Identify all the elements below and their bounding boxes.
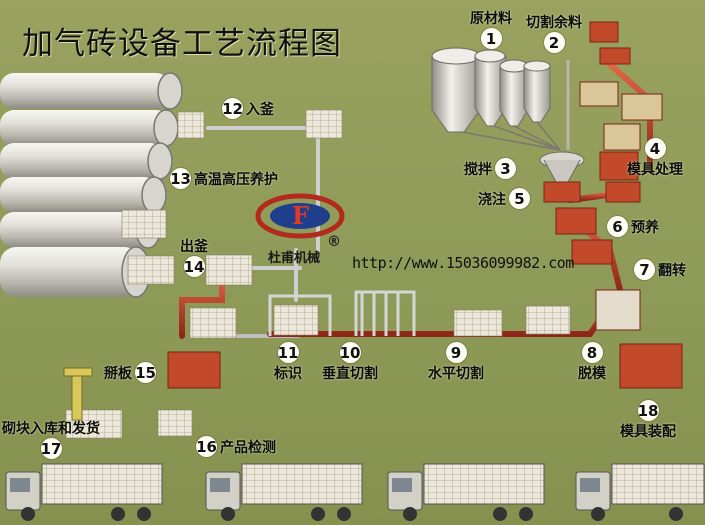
stacking-crane <box>63 367 93 421</box>
step-7: 7 翻转 <box>634 259 686 280</box>
molds <box>167 21 683 389</box>
material-silos <box>431 47 570 151</box>
step-number: 9 <box>445 342 467 363</box>
step-12: 12 入釜 <box>222 98 274 119</box>
step-label: 预养 <box>631 219 659 236</box>
step-label: 产品检测 <box>220 439 276 456</box>
step-number: 11 <box>277 342 299 363</box>
step-number: 16 <box>196 436 217 457</box>
step-number: 10 <box>339 342 361 363</box>
brand-name: 杜甫机械 <box>268 251 321 266</box>
step-18: 18 模具装配 <box>620 400 676 441</box>
step-label: 浇注 <box>478 191 506 208</box>
step-label: 翻转 <box>658 262 686 279</box>
step-number: 18 <box>637 400 659 421</box>
step-number: 17 <box>40 438 62 459</box>
step-label: 标识 <box>274 366 302 382</box>
step-number: 4 <box>644 138 666 159</box>
step-label: 高温高压养护 <box>194 171 278 188</box>
step-label: 掰板 <box>104 365 132 382</box>
step-label: 切割余料 <box>526 15 582 31</box>
step-number: 13 <box>170 168 191 189</box>
step-number: 7 <box>634 259 655 280</box>
step-10: 10 垂直切割 <box>322 342 378 383</box>
step-5: 5 浇注 <box>478 188 530 209</box>
step-number: 12 <box>222 98 243 119</box>
step-label: 垂直切割 <box>322 366 378 382</box>
step-label: 砌块入库和发货 <box>2 421 100 437</box>
step-number: 15 <box>135 362 156 383</box>
step-11: 11 标识 <box>274 342 302 383</box>
step-number: 6 <box>607 216 628 237</box>
step-8: 8 脱模 <box>578 342 606 383</box>
step-number: 14 <box>183 256 205 277</box>
step-9: 9 水平切割 <box>428 342 484 383</box>
step-label: 出釜 <box>180 239 208 255</box>
step-number: 3 <box>495 158 516 179</box>
step-2: 2 切割余料 <box>526 12 582 53</box>
step-label: 水平切割 <box>428 366 484 382</box>
step-1: 1 原材料 <box>470 8 512 49</box>
trucks <box>5 463 705 521</box>
svg-text:F: F <box>292 201 309 230</box>
step-label: 模具处理 <box>627 162 683 178</box>
step-15: 15 掰板 <box>104 362 156 383</box>
step-17: 砌块入库和发货 17 <box>2 418 100 459</box>
website-url: http://www.15036099982.com <box>352 254 574 272</box>
step-label: 入釜 <box>246 101 274 118</box>
step-number: 1 <box>480 28 502 49</box>
step-label: 模具装配 <box>620 424 676 440</box>
step-label: 脱模 <box>578 366 606 382</box>
step-6: 6 预养 <box>607 216 659 237</box>
step-13: 13 高温高压养护 <box>170 168 278 189</box>
page-title: 加气砖设备工艺流程图 <box>22 26 342 62</box>
brand-logo: F <box>255 193 345 239</box>
step-label: 原材料 <box>470 11 512 27</box>
step-4: 4 模具处理 <box>627 138 683 179</box>
registered-mark: ® <box>327 234 341 250</box>
step-label: 搅拌 <box>464 161 492 178</box>
step-3: 3 搅拌 <box>464 158 516 179</box>
step-16: 16 产品检测 <box>196 436 276 457</box>
step-number: 2 <box>543 32 565 53</box>
mixer <box>539 151 585 183</box>
step-number: 8 <box>581 342 603 363</box>
step-number: 5 <box>509 188 530 209</box>
step-14: 14 出釜 <box>180 236 208 277</box>
cutting-machines <box>268 290 416 336</box>
